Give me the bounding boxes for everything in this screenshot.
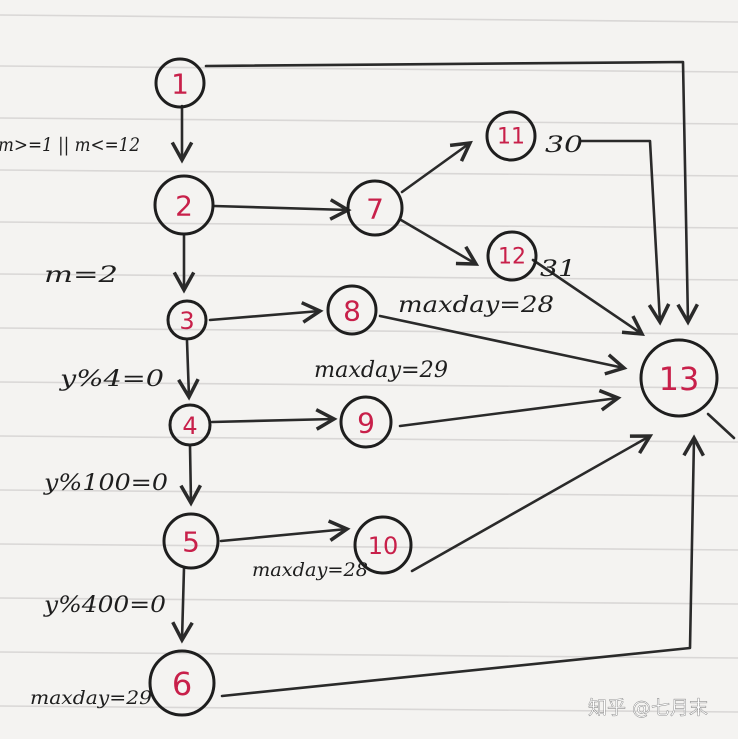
edge-5-10 [219,519,351,543]
node-8: 8 [326,284,378,336]
node-2: 2 [153,174,215,236]
edge-label-6-13: maxday=29 [30,687,152,709]
node-4-label: 4 [182,412,197,440]
edge-label-9-13: maxday=29 [314,358,448,383]
node-1-label: 1 [171,68,189,101]
edge-3-4 [177,339,200,401]
watermark-text: 知乎 @七月末 [588,697,708,719]
node-7-label: 7 [366,193,384,226]
edge-11-13 [580,139,671,326]
edge-3-8 [208,301,324,324]
edge-6-13 [220,434,705,698]
edges [170,60,736,698]
edge-label-12-13: 31 [540,257,576,282]
edge-13-exit [706,412,736,440]
edge-4-9 [210,408,338,431]
edge-label-8-13: maxday=28 [398,293,554,318]
node-11: 11 [485,110,537,162]
node-12: 12 [486,230,538,282]
edge-label-4-5: y%100=0 [43,471,168,496]
node-6: 6 [148,649,216,717]
node-3: 3 [166,299,208,341]
edge-10-13 [410,434,654,573]
node-1: 1 [154,57,206,109]
edge-labels: m>=1 || m<=12 m=2 y%4=0 y%100=0 y%400=0 … [0,133,583,709]
edge-7-11 [400,140,473,194]
node-6-label: 6 [172,665,192,703]
edge-8-13 [378,314,628,376]
edge-label-10-13: maxday=28 [252,559,368,581]
edge-label-2-3: m=2 [44,263,118,288]
node-3-label: 3 [179,307,194,335]
edge-9-13 [398,388,622,428]
node-8-label: 8 [343,295,361,328]
node-9: 9 [339,395,393,449]
node-12-label: 12 [498,245,526,270]
nodes: 1 2 3 4 5 6 7 8 [148,57,719,717]
node-9-label: 9 [357,407,375,440]
node-5-label: 5 [182,526,200,559]
edge-2-7 [212,198,352,221]
node-10: 10 [353,515,413,575]
edge-label-3-4: y%4=0 [59,367,164,392]
edge-1-13 [204,60,699,326]
edge-label-5-6: y%400=0 [43,593,166,618]
edge-label-1-2: m>=1 || m<=12 [0,134,140,156]
node-5: 5 [162,512,220,570]
node-10-label: 10 [368,532,399,560]
node-2-label: 2 [175,190,193,223]
node-13-label: 13 [659,360,700,398]
edge-12-13 [531,258,645,337]
node-7: 7 [346,179,404,237]
edge-7-12 [399,218,480,266]
edge-label-11-13: 30 [545,133,583,158]
notebook-rules [0,14,738,713]
node-4: 4 [168,403,212,447]
node-11-label: 11 [497,125,525,150]
node-13: 13 [639,338,719,418]
edge-4-5 [179,444,202,507]
edge-5-6 [171,566,194,644]
